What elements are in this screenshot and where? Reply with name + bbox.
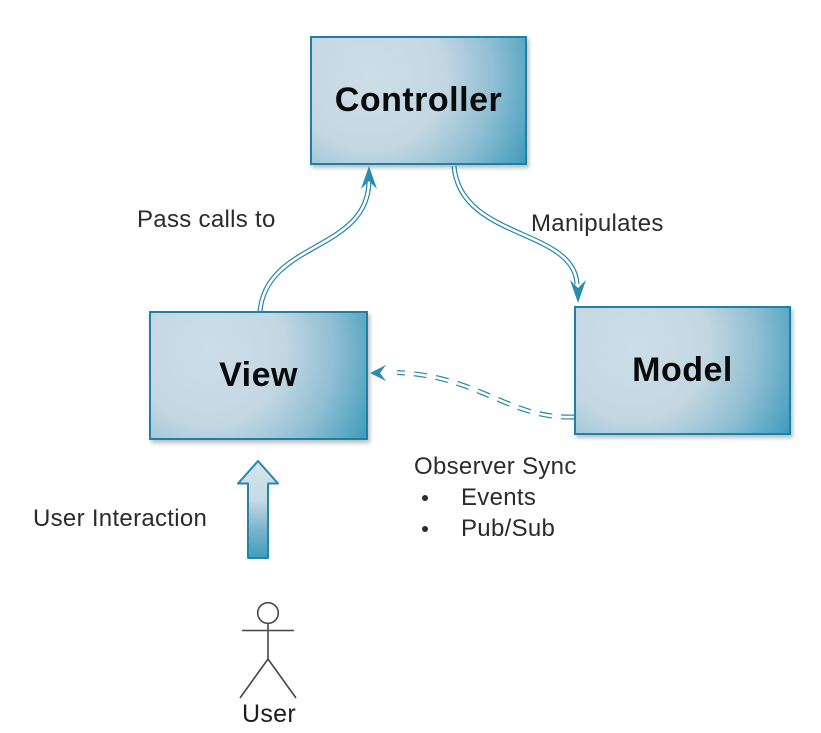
- bullet-dot-icon: [422, 494, 428, 501]
- observer-sync-item-events: Events: [414, 482, 577, 513]
- arrowhead-up-icon: [361, 166, 377, 189]
- arrowhead-left-icon: [370, 365, 386, 381]
- block-arrow-user-interaction: [237, 460, 279, 559]
- arrow-model-to-view-dashed: [370, 365, 575, 420]
- user-actor-label: User: [242, 700, 296, 728]
- edge-label-pass-calls-to: Pass calls to: [137, 206, 276, 233]
- controller-label: Controller: [334, 81, 503, 119]
- observer-sync-item-label: Events: [461, 484, 537, 511]
- user-actor-icon: [239, 601, 297, 699]
- view-label: View: [219, 356, 298, 394]
- arrowhead-down-icon: [570, 280, 586, 303]
- node-controller: Controller: [310, 36, 527, 165]
- observer-sync-block: Observer Sync Events Pub/Sub: [414, 451, 577, 544]
- model-label: Model: [632, 351, 733, 389]
- arrow-view-to-controller: [257, 166, 377, 312]
- edge-label-manipulates: Manipulates: [531, 210, 664, 237]
- observer-sync-title: Observer Sync: [414, 453, 577, 480]
- observer-sync-item-pubsub: Pub/Sub: [414, 513, 577, 544]
- bullet-dot-icon: [422, 525, 428, 532]
- node-model: Model: [574, 306, 791, 435]
- observer-sync-item-label: Pub/Sub: [461, 515, 556, 542]
- arrow-controller-to-model: [451, 165, 586, 303]
- node-view: View: [149, 311, 368, 440]
- edge-label-user-interaction: User Interaction: [33, 505, 208, 532]
